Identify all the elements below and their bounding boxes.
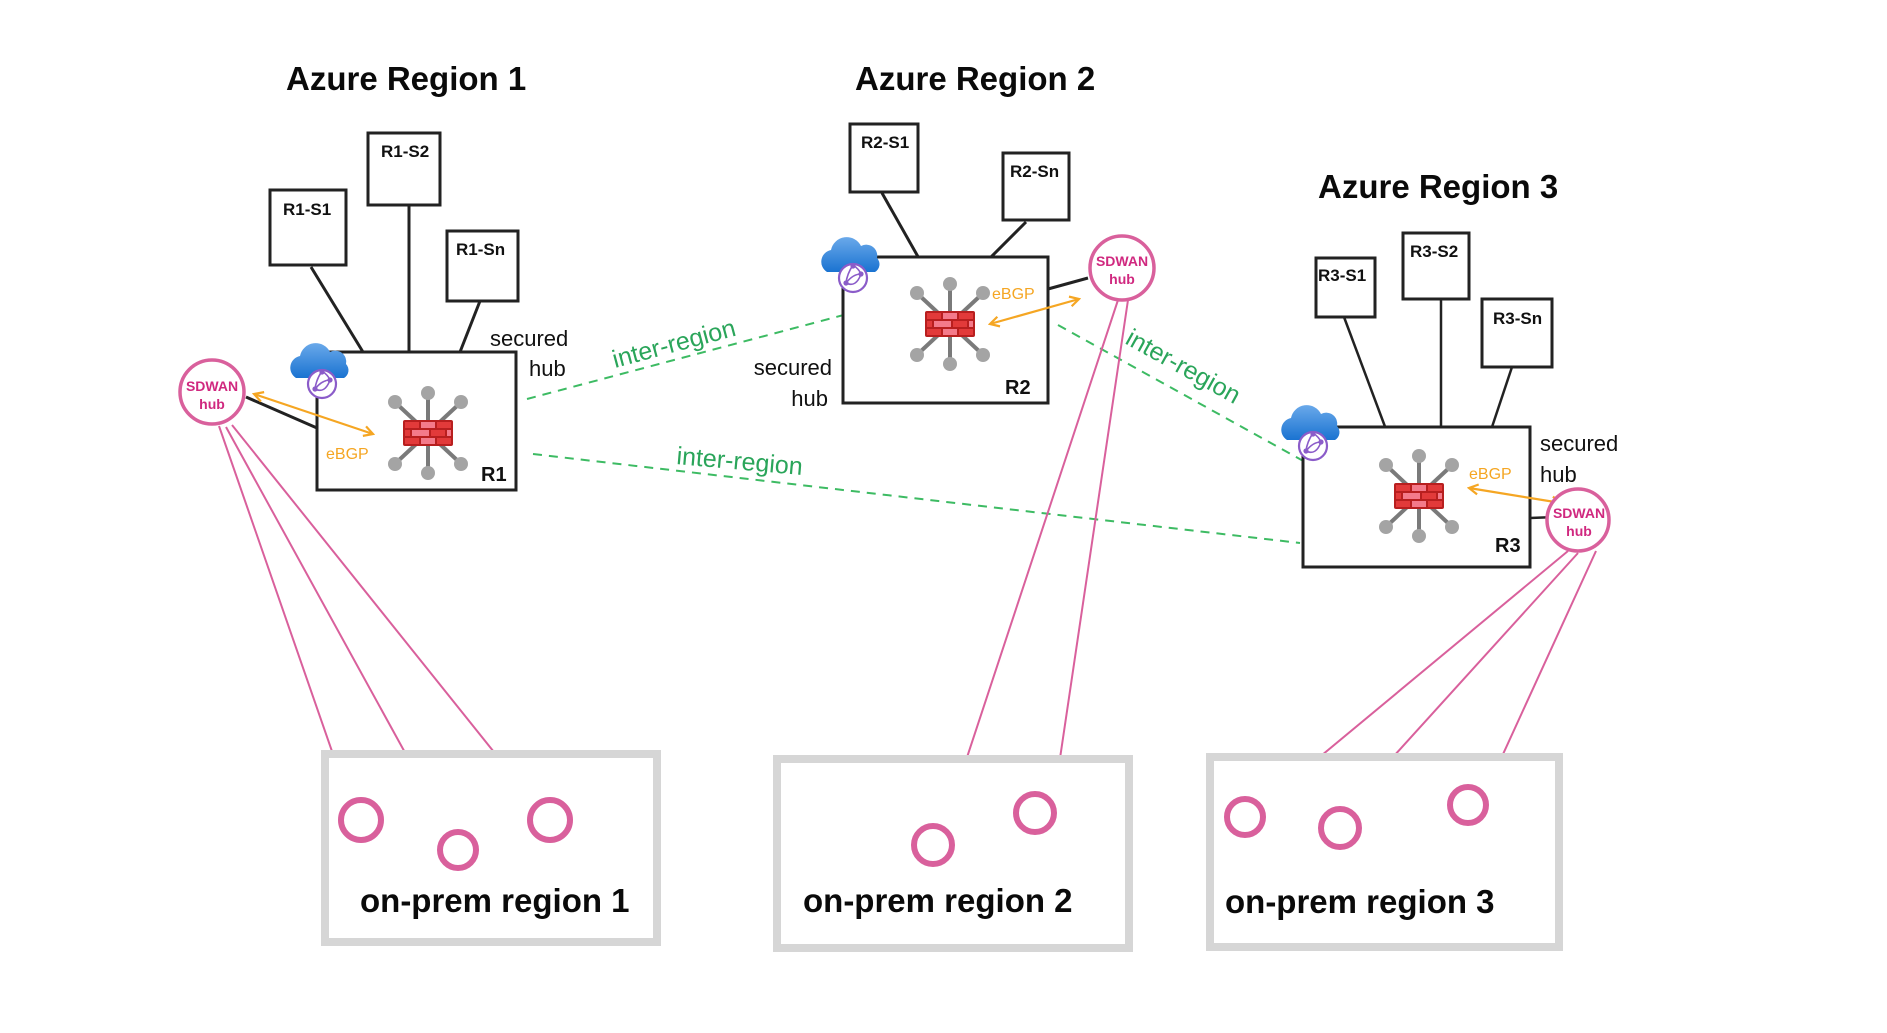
svg-text:on-prem region 2: on-prem region 2 (803, 882, 1073, 919)
hub-label: R2 (1005, 377, 1031, 399)
spoke-r1-sn[interactable]: R1-Sn (445, 229, 520, 303)
ebgp-arrow (254, 394, 373, 434)
svg-text:R3-S2: R3-S2 (1410, 242, 1458, 261)
onprem-region-2[interactable]: on-prem region 2 (773, 755, 1133, 952)
secured-hub-text-line2: hub (529, 356, 566, 381)
svg-text:R1-S1: R1-S1 (283, 200, 331, 219)
region-2: R2-S1 R2-Sn R2 eBGP secured hub SDWAN hu… (754, 122, 1156, 411)
inter-region-label-r1-r3: inter-region (675, 442, 803, 481)
spoke-r1-s1[interactable]: R1-S1 (268, 188, 348, 267)
onprem-sites (1224, 784, 1489, 850)
inter-region-label-r1-r2: inter-region (609, 314, 738, 374)
svg-text:R2-Sn: R2-Sn (1010, 162, 1059, 181)
spoke-r2-sn[interactable]: R2-Sn (1001, 151, 1071, 222)
secured-hub-text-line2: hub (791, 386, 828, 411)
spoke-r2-s1[interactable]: R2-S1 (848, 122, 920, 194)
hub-label: R3 (1495, 535, 1521, 557)
svg-text:hub: hub (199, 396, 225, 412)
spoke-r3-s1[interactable]: R3-S1 (1314, 256, 1377, 319)
sdwan-hub-r2[interactable]: SDWAN hub (1088, 234, 1156, 302)
svg-text:SDWAN: SDWAN (1096, 253, 1148, 269)
region-3-title: Azure Region 3 (1318, 168, 1558, 205)
onprem-site[interactable] (1013, 791, 1057, 835)
secured-hub-text-line1: secured (490, 326, 568, 351)
spoke-r3-s2[interactable]: R3-S2 (1401, 231, 1471, 301)
ebgp-label: eBGP (992, 286, 1035, 303)
onprem-sites (911, 791, 1057, 867)
inter-region-label-r2-r3: inter-region (1121, 324, 1245, 410)
svg-text:R1-Sn: R1-Sn (456, 240, 505, 259)
sdwan-hub-r1[interactable]: SDWAN hub (178, 358, 246, 426)
svg-text:on-prem region 1: on-prem region 1 (360, 882, 630, 919)
onprem-sites (338, 797, 573, 871)
onprem-site[interactable] (911, 823, 955, 867)
onprem-site[interactable] (1224, 796, 1266, 838)
region-3: R3-S1 R3-S2 R3-Sn R3 eBGP secured hub SD… (1280, 231, 1618, 569)
ebgp-arrow (990, 299, 1079, 324)
secured-hub-text-line1: secured (1540, 431, 1618, 456)
ebgp-arrow (1469, 488, 1561, 503)
onprem-site[interactable] (1447, 784, 1489, 826)
ebgp-label: eBGP (326, 446, 369, 463)
onprem-site[interactable] (437, 829, 479, 871)
svg-text:hub: hub (1109, 271, 1135, 287)
onprem-region-1[interactable]: on-prem region 1 (321, 750, 661, 946)
link-r1-r3 (532, 453, 1301, 544)
secured-hub-text-line1: secured (754, 355, 832, 380)
secured-hub-text-line2: hub (1540, 462, 1577, 487)
svg-text:hub: hub (1566, 523, 1592, 539)
spoke-r1-s2[interactable]: R1-S2 (366, 131, 442, 207)
region-2-title: Azure Region 2 (855, 60, 1095, 97)
onprem-region-3[interactable]: on-prem region 3 (1206, 753, 1563, 951)
link-r2-r3 (1057, 324, 1317, 469)
sdwan-hub-r3[interactable]: SDWAN hub (1545, 487, 1611, 553)
hub-label: R1 (481, 464, 507, 486)
svg-text:R3-Sn: R3-Sn (1493, 309, 1542, 328)
onprem-site[interactable] (1318, 806, 1362, 850)
svg-text:SDWAN: SDWAN (186, 378, 238, 394)
svg-text:R2-S1: R2-S1 (861, 133, 909, 152)
link-r1-r2 (526, 311, 856, 400)
spoke-r3-sn[interactable]: R3-Sn (1480, 297, 1554, 369)
onprem-site[interactable] (527, 797, 573, 843)
ebgp-label: eBGP (1469, 466, 1512, 483)
onprem-site[interactable] (338, 797, 384, 843)
svg-text:on-prem region 3: on-prem region 3 (1225, 883, 1495, 920)
region-1-title: Azure Region 1 (286, 60, 526, 97)
region-1: R1-S1 R1-S2 R1-Sn R1 eBGP secured hub SD… (178, 131, 568, 492)
svg-text:R3-S1: R3-S1 (1318, 266, 1366, 285)
svg-text:R1-S2: R1-S2 (381, 142, 429, 161)
svg-text:SDWAN: SDWAN (1553, 505, 1605, 521)
